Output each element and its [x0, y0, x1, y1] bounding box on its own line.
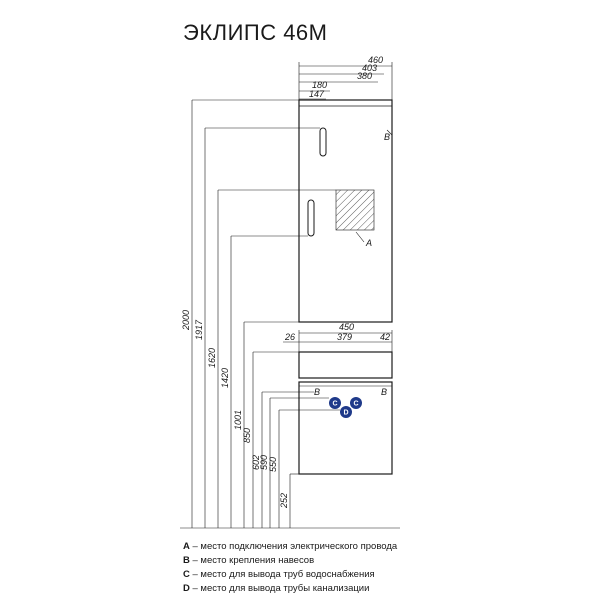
legend-row-a: A – место подключения электрического про…: [183, 540, 397, 554]
point-c-badge-right: [350, 397, 362, 409]
dim-380: 380: [357, 71, 372, 81]
dim-42: 42: [380, 332, 390, 342]
height-dim-lines: [180, 99, 400, 529]
dim-1620: 1620: [207, 348, 217, 368]
legend-text-b: – место крепления навесов: [189, 555, 315, 566]
point-c-badge-left: [329, 397, 341, 409]
upper-cabinet: B A: [298, 99, 393, 323]
handle-upper: [319, 127, 327, 157]
marker-b-upper: B: [384, 132, 390, 142]
legend-row-d: D – место для вывода трубы канализации: [183, 582, 397, 596]
dim-1420: 1420: [220, 368, 230, 388]
lower-cabinet: B B C C D: [298, 351, 393, 475]
dim-379: 379: [337, 332, 352, 342]
point-c-left: C: [333, 401, 338, 408]
dim-1917: 1917: [194, 319, 204, 340]
height-dim-labels: 2000 1917 1620 1420 1001 850 602 590 550…: [181, 310, 289, 509]
dim-252: 252: [279, 493, 289, 509]
dim-147: 147: [309, 89, 325, 99]
dim-590: 590: [259, 455, 269, 470]
dim-180: 180: [312, 80, 327, 90]
legend-key-c: C: [183, 569, 190, 580]
dim-26: 26: [284, 332, 295, 342]
legend-row-c: C – место для вывода труб водоснабжения: [183, 568, 397, 582]
marker-b-lower-left: B: [314, 387, 320, 397]
handle-lower: [307, 199, 315, 237]
dim-460: 460: [368, 55, 383, 65]
legend-key-d: D: [183, 583, 190, 594]
legend-key-a: A: [183, 541, 190, 552]
legend-text-d: – место для вывода трубы канализации: [189, 583, 370, 594]
product-title: ЭКЛИПС 46М: [183, 20, 328, 45]
legend-key-b: B: [183, 555, 190, 566]
point-d: D: [344, 410, 349, 417]
dim-1001: 1001: [233, 410, 243, 430]
marker-b-lower-right: B: [381, 387, 387, 397]
lower-width-dims: [283, 330, 393, 352]
point-d-badge: [340, 406, 352, 418]
upper-width-dims: [298, 62, 393, 100]
legend-text-c: – место для вывода труб водоснабжения: [189, 569, 375, 580]
dim-2000: 2000: [181, 310, 191, 331]
legend-text-a: – место подключения электрического прово…: [189, 541, 398, 552]
dim-450: 450: [339, 322, 354, 332]
dim-850: 850: [242, 428, 252, 443]
dim-602: 602: [251, 455, 261, 470]
point-c-right: C: [354, 401, 359, 408]
dim-403: 403: [362, 63, 377, 73]
hatched-area: [335, 189, 375, 231]
legend-row-b: B – место крепления навесов: [183, 554, 397, 568]
dim-550: 550: [268, 457, 278, 472]
legend: A – место подключения электрического про…: [183, 540, 397, 596]
marker-a: A: [365, 238, 372, 248]
